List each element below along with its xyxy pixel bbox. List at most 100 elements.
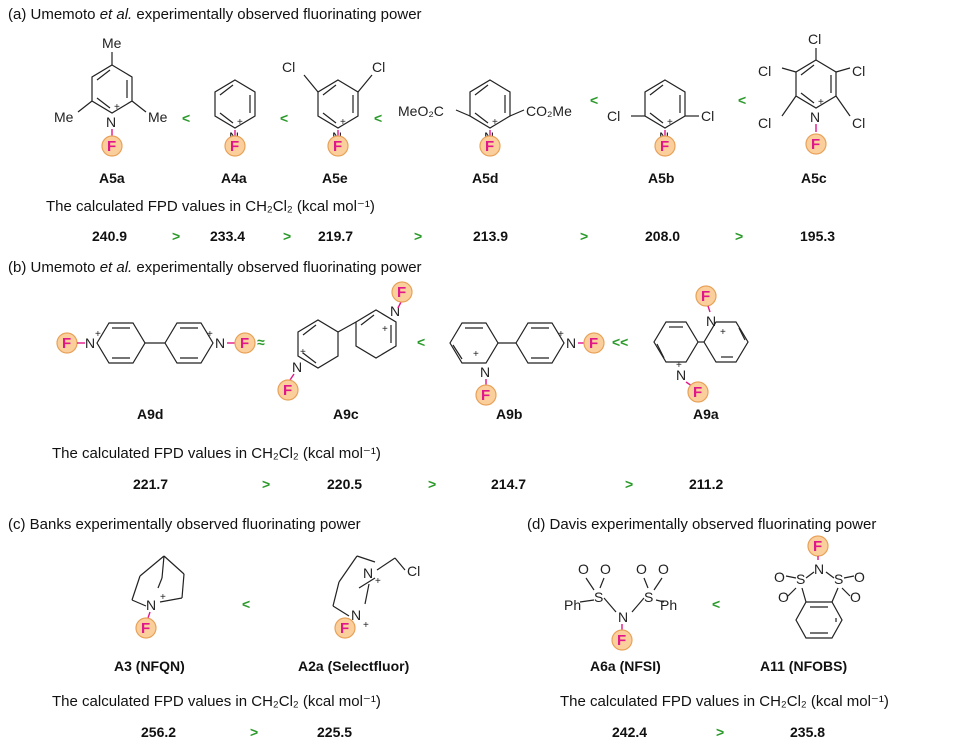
svg-text:+: + [300, 347, 306, 358]
svg-text:N: N [85, 335, 95, 351]
svg-text:Cl: Cl [701, 108, 714, 124]
svg-text:F: F [485, 138, 494, 155]
svg-text:Cl: Cl [607, 108, 620, 124]
structure-a5c: Cl Cl Cl Cl Cl + N F [758, 31, 865, 155]
svg-text:+: + [237, 117, 243, 128]
structure-a9b: N+ F +N F [449, 322, 605, 406]
compound-name: A5e [322, 170, 348, 186]
svg-text:N: N [618, 609, 628, 625]
fpd-value: 233.4 [210, 228, 246, 244]
svg-text:+: + [207, 329, 213, 340]
svg-text:+: + [160, 592, 166, 603]
svg-text:Cl: Cl [372, 59, 385, 75]
compound-name: A9a [693, 406, 719, 422]
svg-text:O: O [778, 589, 789, 605]
compound-name: A3 (NFQN) [114, 658, 185, 674]
panel-b-header: (b) Umemoto et al. experimentally observ… [8, 259, 422, 276]
compound-name: A11 (NFOBS) [760, 658, 848, 674]
panel-c-header: (c) Banks experimentally observed fluori… [8, 516, 361, 533]
obs-relation: < [182, 110, 191, 126]
obs-relation: < [712, 596, 721, 612]
svg-text:+: + [818, 97, 824, 108]
structure-a9a: F N+ + N F [653, 285, 749, 403]
svg-text:F: F [340, 620, 349, 637]
svg-text:F: F [701, 288, 710, 305]
compound-name: A6a (NFSI) [590, 658, 661, 674]
svg-text:F: F [660, 138, 669, 155]
svg-text:F: F [813, 538, 822, 555]
svg-text:Cl: Cl [758, 115, 771, 131]
calc-relation: > [625, 476, 634, 492]
obs-relation: < [280, 110, 289, 126]
structure-a2a-selectfluor: N+ Cl N+ F [332, 555, 420, 639]
svg-text:O: O [850, 589, 861, 605]
structure-a9c: N+ F N+ F [277, 281, 413, 401]
svg-text:F: F [283, 382, 292, 399]
svg-text:F: F [481, 387, 490, 404]
compound-name: A5d [472, 170, 499, 186]
svg-text:+: + [676, 360, 682, 371]
fpd-value: 235.8 [790, 724, 826, 740]
compound-name: A9b [496, 406, 523, 422]
svg-text:F: F [333, 138, 342, 155]
svg-text:O: O [600, 561, 611, 577]
svg-text:O: O [774, 569, 785, 585]
calc-relation: > [262, 476, 271, 492]
structure-a4a: + N F [214, 79, 256, 157]
svg-text:N: N [566, 335, 576, 351]
svg-text:N: N [215, 335, 225, 351]
fpd-value: 214.7 [491, 476, 527, 492]
fpd-value: 211.2 [689, 476, 724, 492]
svg-text:F: F [230, 138, 239, 155]
svg-text:F: F [240, 335, 249, 352]
svg-text:O: O [636, 561, 647, 577]
svg-text:N: N [810, 109, 820, 125]
compound-name: A5a [99, 170, 125, 186]
svg-text:Cl: Cl [808, 31, 821, 47]
svg-text:N: N [390, 303, 400, 319]
obs-relation: < [242, 596, 251, 612]
fpd-value: 256.2 [141, 724, 177, 740]
svg-text:N: N [106, 114, 116, 130]
calc-relation: > [414, 228, 423, 244]
fpd-value: 221.7 [133, 476, 169, 492]
svg-text:MeO₂C: MeO₂C [398, 103, 444, 119]
svg-text:+: + [558, 329, 564, 340]
svg-text:S: S [644, 589, 653, 605]
svg-text:F: F [397, 284, 406, 301]
svg-text:Me: Me [54, 109, 74, 125]
svg-text:N: N [146, 597, 156, 613]
svg-text:F: F [693, 384, 702, 401]
structure-a5b: Cl Cl + N F [607, 79, 714, 157]
svg-text:Cl: Cl [852, 63, 865, 79]
fpd-value: 242.4 [612, 724, 648, 740]
fpd-value: 208.0 [645, 228, 681, 244]
calc-relation: > [716, 724, 725, 740]
compound-name: A9c [333, 406, 359, 422]
svg-text:+: + [720, 327, 726, 338]
svg-text:S: S [796, 571, 805, 587]
obs-relation: < [590, 92, 599, 108]
svg-text:S: S [834, 571, 843, 587]
svg-text:Cl: Cl [758, 63, 771, 79]
fpd-value: 220.5 [327, 476, 363, 492]
fpd-value: 225.5 [317, 724, 353, 740]
svg-text:+: + [667, 117, 673, 128]
obs-relation: << [612, 334, 629, 350]
svg-text:+: + [492, 117, 498, 128]
svg-text:O: O [854, 569, 865, 585]
svg-text:+: + [95, 329, 101, 340]
calc-relation: > [250, 724, 259, 740]
svg-text:CO₂Me: CO₂Me [526, 103, 572, 119]
compound-name: A5c [801, 170, 827, 186]
compound-name: A5b [648, 170, 675, 186]
svg-text:Me: Me [148, 109, 168, 125]
svg-text:+: + [114, 102, 120, 113]
svg-text:+: + [375, 576, 381, 587]
calc-relation: > [283, 228, 292, 244]
obs-relation: ≈ [257, 334, 265, 350]
svg-text:N: N [292, 359, 302, 375]
svg-text:N: N [351, 607, 361, 623]
